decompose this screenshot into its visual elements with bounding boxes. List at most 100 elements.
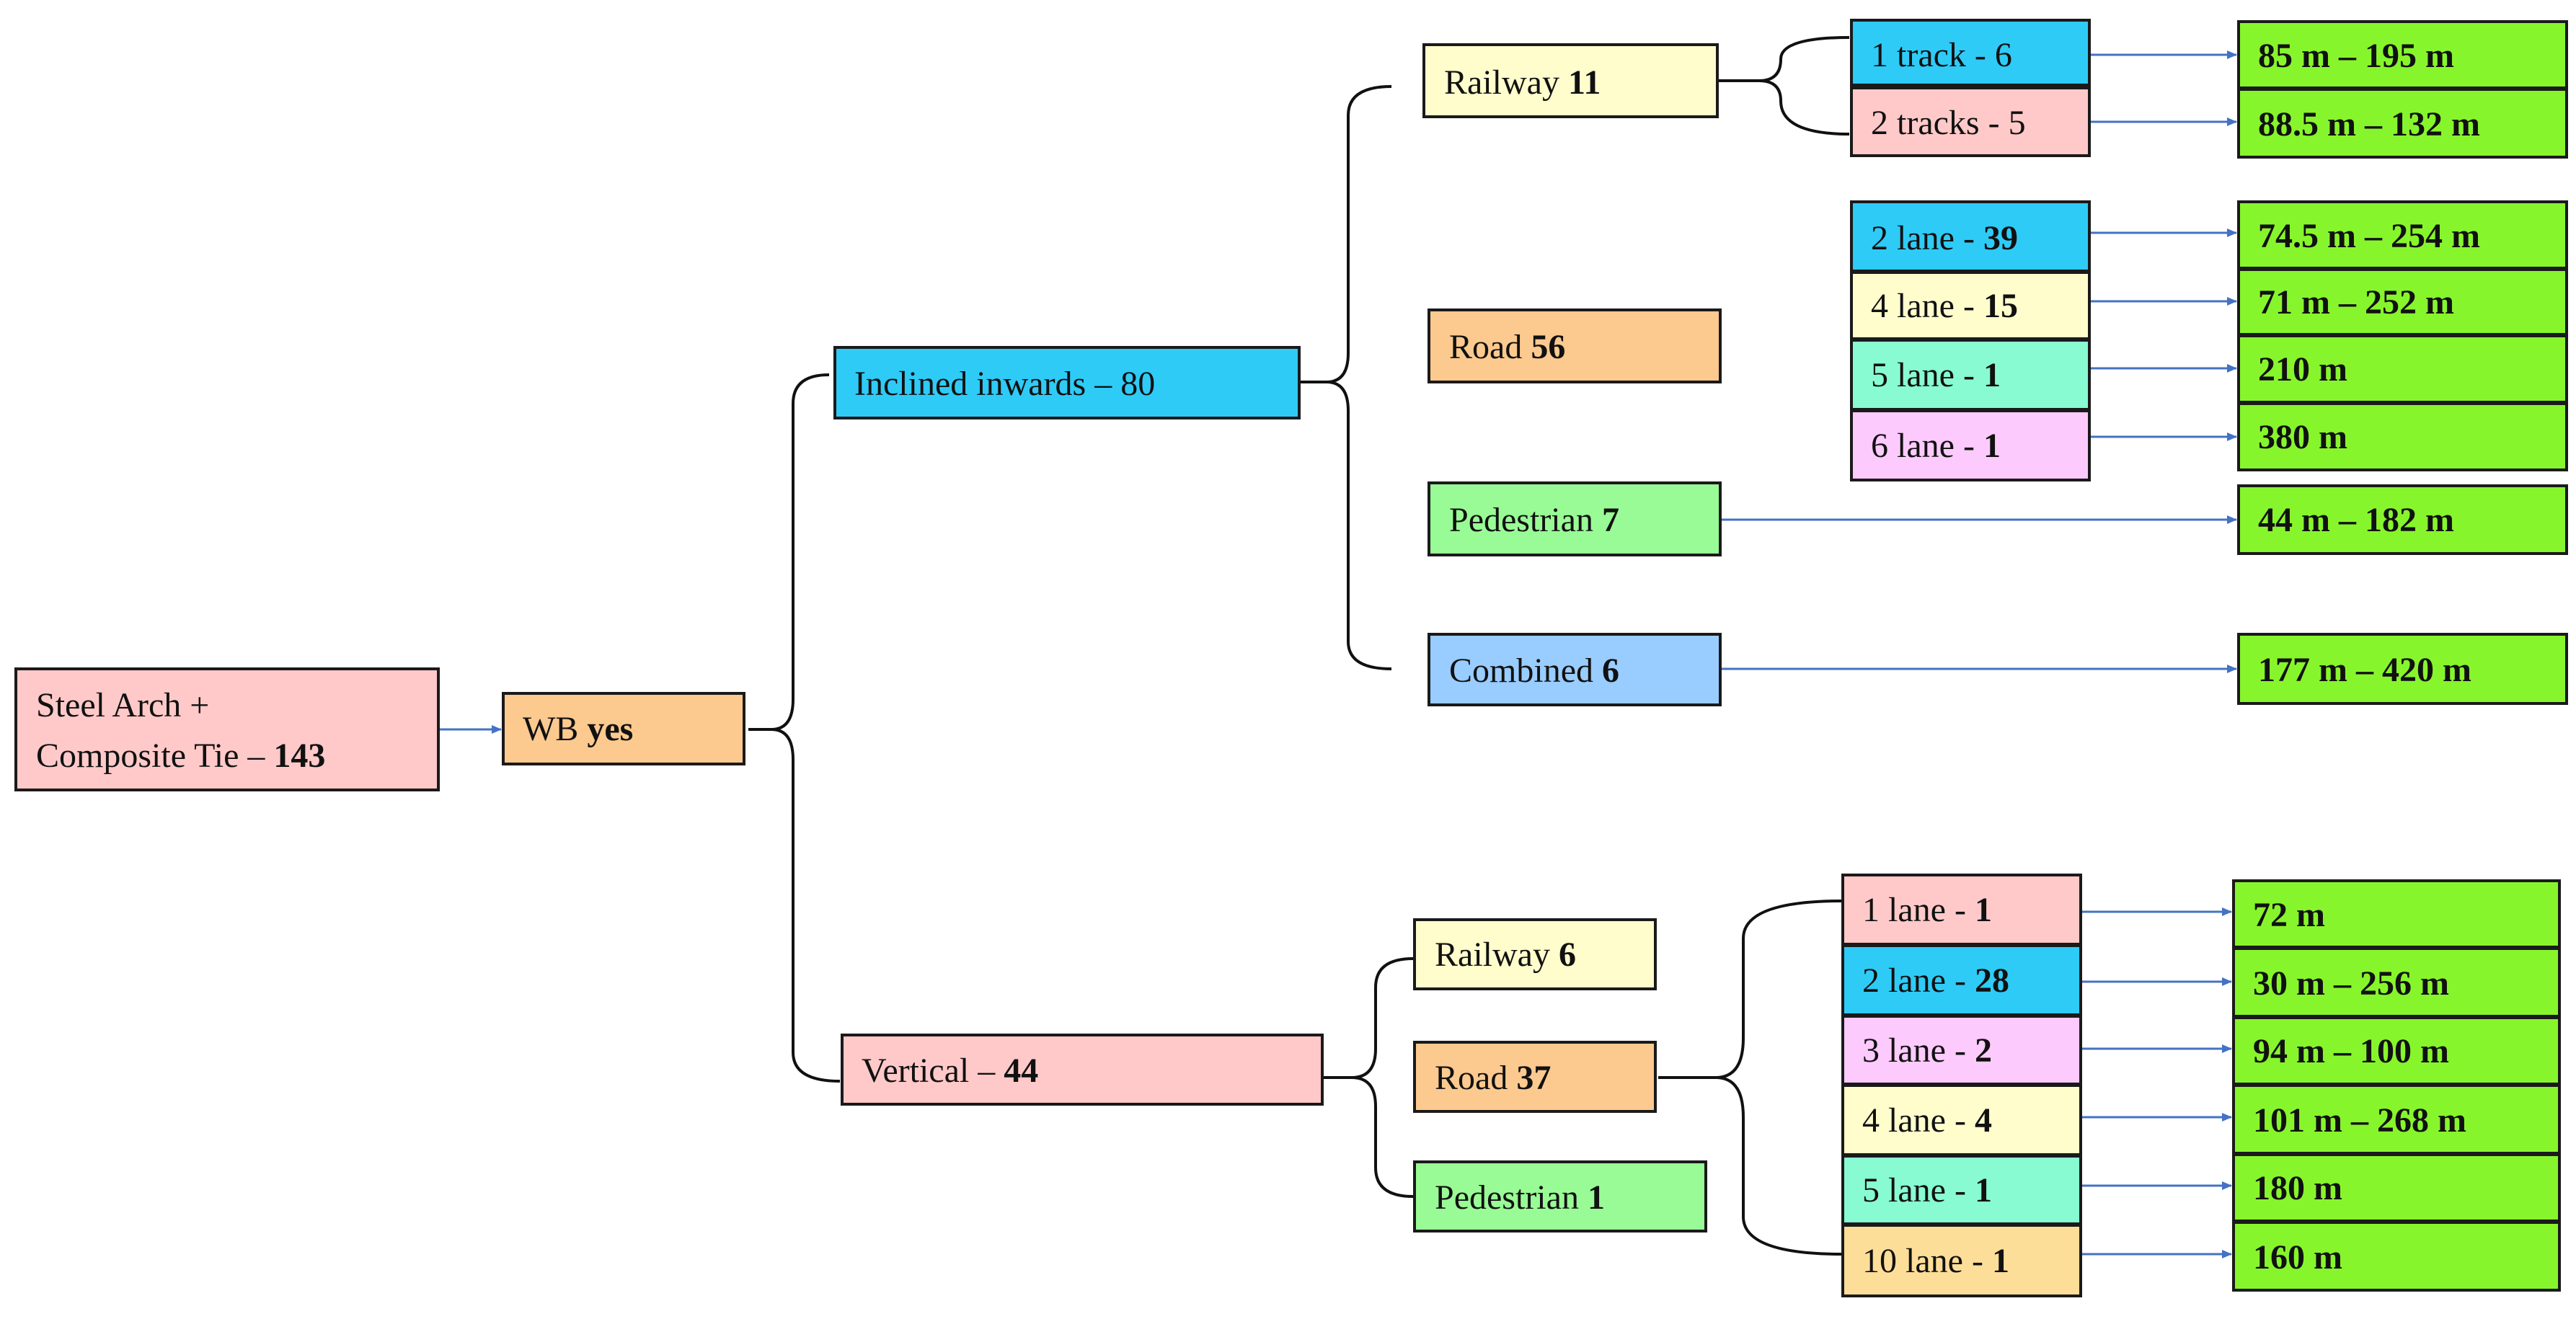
svg-text:Composite Tie – 143: Composite Tie – 143 [36,737,325,775]
lane-2-vert-label: 2 lane - [1862,962,1975,1000]
road-inclined-count: 56 [1531,328,1565,366]
range-5-lane-inc: 210 m [2237,334,2568,404]
lane-2-vert-node: 2 lane - 28 [1841,944,2082,1016]
lane-4-inc-count: 15 [1983,287,2018,325]
wb-value: yes [587,710,633,748]
vertical-brace [1323,957,1414,1198]
svg-text:1 lane - 1: 1 lane - 1 [1862,891,1992,929]
svg-text:Road 37: Road 37 [1435,1059,1551,1097]
svg-text:5 lane - 1: 5 lane - 1 [1862,1171,1992,1209]
pedestrian-vertical-count: 1 [1588,1178,1605,1217]
track-2-node: 2 tracks - 5 [1850,86,2091,157]
combined-label: Combined [1449,652,1602,690]
lane-3-vert-node: 3 lane - 2 [1841,1015,2082,1085]
lane-2-inc-count: 39 [1983,219,2018,257]
inclined-node: Inclined inwards – 80 [833,346,1301,419]
lane-1-vert-count: 1 [1975,891,1992,929]
railway-inclined-label: Railway [1444,63,1568,102]
svg-text:3 lane - 2: 3 lane - 2 [1862,1031,1992,1070]
svg-text:10 lane - 1: 10 lane - 1 [1862,1242,2009,1280]
lane-10-vert-count: 1 [1992,1242,2009,1280]
range-2-lane-vert: 30 m – 256 m [2232,947,2561,1018]
range-5-lane-vert: 180 m [2232,1153,2561,1222]
range-boxes-inclined: 85 m – 195 m 88.5 m – 132 m 74.5 m – 254… [2237,20,2568,705]
lane-2-inc-node: 2 lane - 39 [1850,200,2091,272]
road-vertical-count: 37 [1516,1059,1551,1097]
vertical-count: 44 [1004,1052,1038,1090]
svg-text:5 lane - 1: 5 lane - 1 [1871,356,2001,394]
svg-text:6 lane - 1: 6 lane - 1 [1871,427,2001,465]
wb-brace [748,373,841,1083]
lane-3-vert-label: 3 lane - [1862,1031,1975,1070]
root-line2: Composite Tie – [36,737,273,775]
pedestrian-vertical-node: Pedestrian 1 [1413,1160,1707,1233]
lane-5-inc-label: 5 lane - [1871,356,1983,394]
pedestrian-inclined-count: 7 [1602,501,1619,539]
root-count: 143 [273,737,325,775]
inclined-brace [1299,85,1392,670]
pedestrian-inclined-label: Pedestrian [1449,501,1602,539]
lane-4-vert-count: 4 [1975,1101,1992,1140]
lane-1-vert-node: 1 lane - 1 [1841,874,2082,946]
railway-vertical-node: Railway 6 [1413,918,1657,990]
range-label: 160 m [2253,1238,2342,1276]
svg-text:1 track - 6: 1 track - 6 [1871,36,2012,74]
wb-label: WB [523,710,587,748]
root-node: Steel Arch + Composite Tie – 143 [14,667,440,791]
road-vertical-node: Road 37 [1413,1041,1657,1113]
range-label: 72 m [2253,896,2325,934]
range-label: 380 m [2258,418,2347,456]
range-label: 71 m – 252 m [2258,283,2454,321]
range-3-lane-vert: 94 m – 100 m [2232,1016,2561,1085]
lane-2-vert-count: 28 [1975,962,2009,1000]
pedestrian-inclined-node: Pedestrian 7 [1428,481,1722,556]
lane-4-inc-label: 4 lane - [1871,287,1983,325]
range-boxes-vertical: 72 m 30 m – 256 m 94 m – 100 m 101 m – 2… [2232,879,2561,1292]
range-4-lane-vert: 101 m – 268 m [2232,1084,2561,1155]
svg-text:Road 56: Road 56 [1449,328,1565,366]
road-inclined-node: Road 56 [1428,308,1722,383]
combined-count: 6 [1602,652,1619,690]
pedestrian-vertical-label: Pedestrian [1435,1178,1588,1217]
wb-node: WB yes [502,692,745,765]
lane-6-inc-node: 6 lane - 1 [1850,409,2091,481]
railway-inclined-brace [1717,36,1850,136]
svg-text:Steel Arch +: Steel Arch + [36,686,209,724]
road-vertical-label: Road [1435,1059,1516,1097]
lane-5-vert-label: 5 lane - [1862,1171,1975,1209]
lane-4-inc-node: 4 lane - 15 [1850,271,2091,340]
combined-node: Combined 6 [1428,633,1722,706]
svg-text:4 lane - 15: 4 lane - 15 [1871,287,2018,325]
railway-vertical-label: Railway [1435,936,1559,974]
svg-text:Railway 11: Railway 11 [1444,63,1601,102]
railway-inclined-count: 11 [1568,63,1601,102]
range-label: 30 m – 256 m [2253,964,2449,1003]
svg-text:2 tracks - 5: 2 tracks - 5 [1871,104,2026,142]
lane-5-vert-count: 1 [1975,1171,1992,1209]
track-1-label: 1 track - 6 [1871,36,2012,74]
svg-text:4 lane - 4: 4 lane - 4 [1862,1101,1992,1140]
range-10-lane-vert: 160 m [2232,1221,2561,1292]
lane-6-inc-count: 1 [1983,427,2001,465]
range-pedestrian-inc: 44 m – 182 m [2237,484,2568,555]
road-inclined-label: Road [1449,328,1531,366]
svg-text:Railway 6: Railway 6 [1435,936,1576,974]
svg-text:Combined 6: Combined 6 [1449,652,1619,690]
svg-text:WB yes: WB yes [523,710,633,748]
road-vertical-brace [1658,900,1843,1256]
svg-text:Inclined inwards – 80: Inclined inwards – 80 [854,365,1155,403]
lane-2-inc-label: 2 lane - [1871,219,1983,257]
range-6-lane-inc: 380 m [2237,402,2568,471]
range-label: 101 m – 268 m [2253,1101,2466,1140]
range-label: 177 m – 420 m [2258,651,2471,689]
range-label: 85 m – 195 m [2258,37,2454,75]
svg-text:Pedestrian 1: Pedestrian 1 [1435,1178,1605,1217]
lane-5-vert-node: 5 lane - 1 [1841,1155,2082,1225]
vertical-label: Vertical – [862,1052,1004,1090]
lane-10-vert-label: 10 lane - [1862,1242,1992,1280]
svg-text:2 lane - 39: 2 lane - 39 [1871,219,2018,257]
range-label: 74.5 m – 254 m [2258,217,2480,255]
range-label: 210 m [2258,350,2347,388]
svg-text:Vertical – 44: Vertical – 44 [862,1052,1038,1090]
